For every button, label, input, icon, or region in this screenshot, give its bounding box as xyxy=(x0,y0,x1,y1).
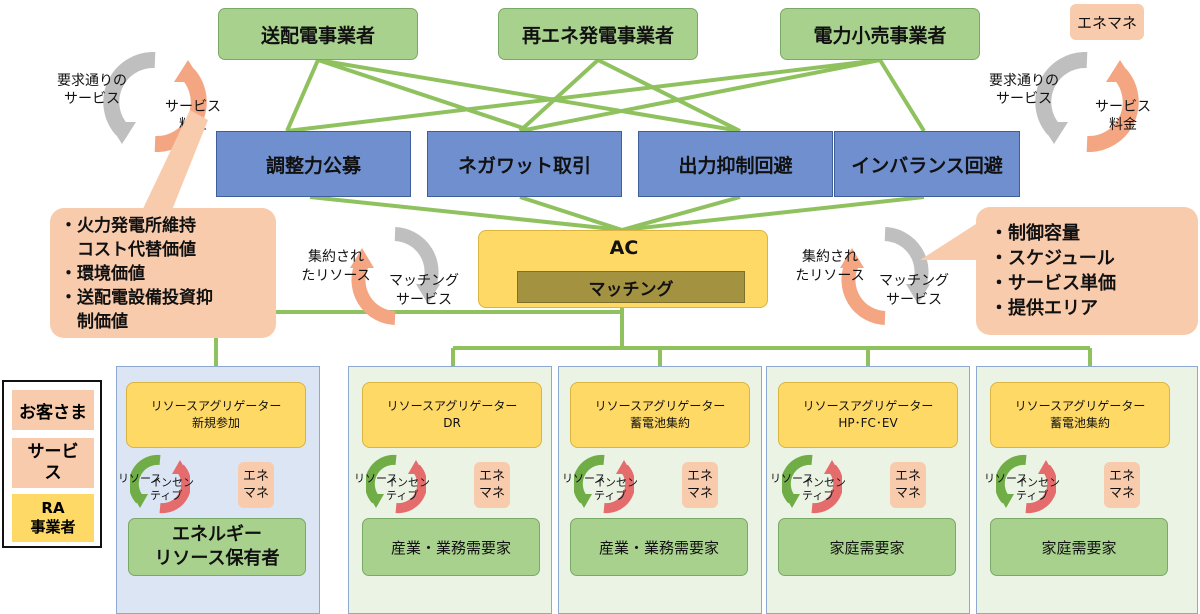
resource-label: リソース xyxy=(770,472,814,485)
service-imbalance: インバランス回避 xyxy=(834,131,1020,197)
resource-label: リソース xyxy=(984,472,1028,485)
resource-label: リソース xyxy=(118,472,162,485)
actor-renewable: 再エネ発電事業者 xyxy=(498,8,698,60)
cycle-right-left-label: 要求通りの サービス xyxy=(989,73,1059,107)
ac-box: AC マッチング xyxy=(478,230,768,308)
condition-item: ・サービス単価 xyxy=(990,273,1116,294)
matching-cycle-right-icon xyxy=(840,227,930,325)
enemane-tag: エネ マネ xyxy=(890,462,926,508)
resource-cycle-icon xyxy=(574,454,634,514)
value-item: ・環境価値 xyxy=(60,264,145,284)
actor-transmission: 送配電事業者 xyxy=(218,8,418,60)
incentive-label: インセン ティブ xyxy=(150,476,194,502)
matching-left-right-label: マッチング サービス xyxy=(389,273,459,308)
matching-cycle-left-icon xyxy=(350,227,440,325)
resource-owner: 産業・業務需要家 xyxy=(570,518,748,576)
legend-ra: RA 事業者 xyxy=(12,494,94,542)
resource-cycle-icon xyxy=(782,454,842,514)
aggregator-box: リソースアグリゲーター HP･FC･EV xyxy=(778,382,958,448)
resource-cycle-icon xyxy=(366,454,426,514)
resource-owner: 家庭需要家 xyxy=(778,518,956,576)
service-curtailment: 出力抑制回避 xyxy=(638,131,833,197)
enemane-tag: エネ マネ xyxy=(682,462,718,508)
matching-right-right-label: マッチング サービス xyxy=(879,273,949,308)
condition-item: ・スケジュール xyxy=(990,248,1115,269)
legend-customer: お客さま xyxy=(12,390,94,430)
incentive-label: インセン ティブ xyxy=(802,476,846,502)
conditions-callout: ・制御容量 ・スケジュール ・サービス単価 ・提供エリア xyxy=(976,207,1198,335)
service-negawatt: ネガワット取引 xyxy=(427,131,622,197)
aggregator-box: リソースアグリゲーター 新規参加 xyxy=(126,382,306,448)
aggregator-box: リソースアグリゲーター 蓄電池集約 xyxy=(570,382,750,448)
resource-cycle-icon xyxy=(130,454,190,514)
conditions-callout-pointer xyxy=(920,215,990,260)
service-cycle-right-icon xyxy=(1035,52,1139,152)
value-item: ・送配電設備投資抑 制価値 xyxy=(60,288,213,332)
aggregator-box: リソースアグリゲーター 蓄電池集約 xyxy=(990,382,1170,448)
resource-owner: 産業・業務需要家 xyxy=(362,518,540,576)
legend: お客さま サービ ス RA 事業者 xyxy=(2,380,102,548)
incentive-label: インセン ティブ xyxy=(594,476,638,502)
value-list-callout: ・火力発電所維持 コスト代替価値 ・環境価値 ・送配電設備投資抑 制価値 xyxy=(50,208,276,338)
resource-owner: エネルギー リソース保有者 xyxy=(128,518,306,576)
matching-right-left-label: 集約され たリソース xyxy=(795,249,865,284)
condition-item: ・制御容量 xyxy=(990,223,1080,244)
matching-left-left-label: 集約され たリソース xyxy=(301,249,371,284)
service-adjustment: 調整力公募 xyxy=(216,131,411,197)
incentive-label: インセン ティブ xyxy=(1016,476,1060,502)
resource-label: リソース xyxy=(562,472,606,485)
resource-owner: 家庭需要家 xyxy=(990,518,1168,576)
resource-label: リソース xyxy=(354,472,398,485)
cycle-right-right-label: サービス 料金 xyxy=(1095,99,1151,133)
enemane-tag: エネ マネ xyxy=(474,462,510,508)
value-item: ・火力発電所維持 コスト代替価値 xyxy=(60,216,196,260)
matching-bar: マッチング xyxy=(517,271,745,303)
aggregator-box: リソースアグリゲーター DR xyxy=(362,382,542,448)
enemane-tag: エネ マネ xyxy=(238,462,274,508)
legend-service: サービ ス xyxy=(12,438,94,488)
enemane-tag: エネ マネ xyxy=(1104,462,1140,508)
actor-retail: 電力小売事業者 xyxy=(780,8,980,60)
ac-title: AC xyxy=(609,237,639,259)
resource-cycle-icon xyxy=(996,454,1056,514)
incentive-label: インセン ティブ xyxy=(386,476,430,502)
top-right-enemane-tag: エネマネ xyxy=(1070,4,1144,40)
value-callout-pointer xyxy=(140,110,208,215)
cycle-left-left-label: 要求通りの サービス xyxy=(57,73,127,107)
condition-item: ・提供エリア xyxy=(990,298,1098,319)
